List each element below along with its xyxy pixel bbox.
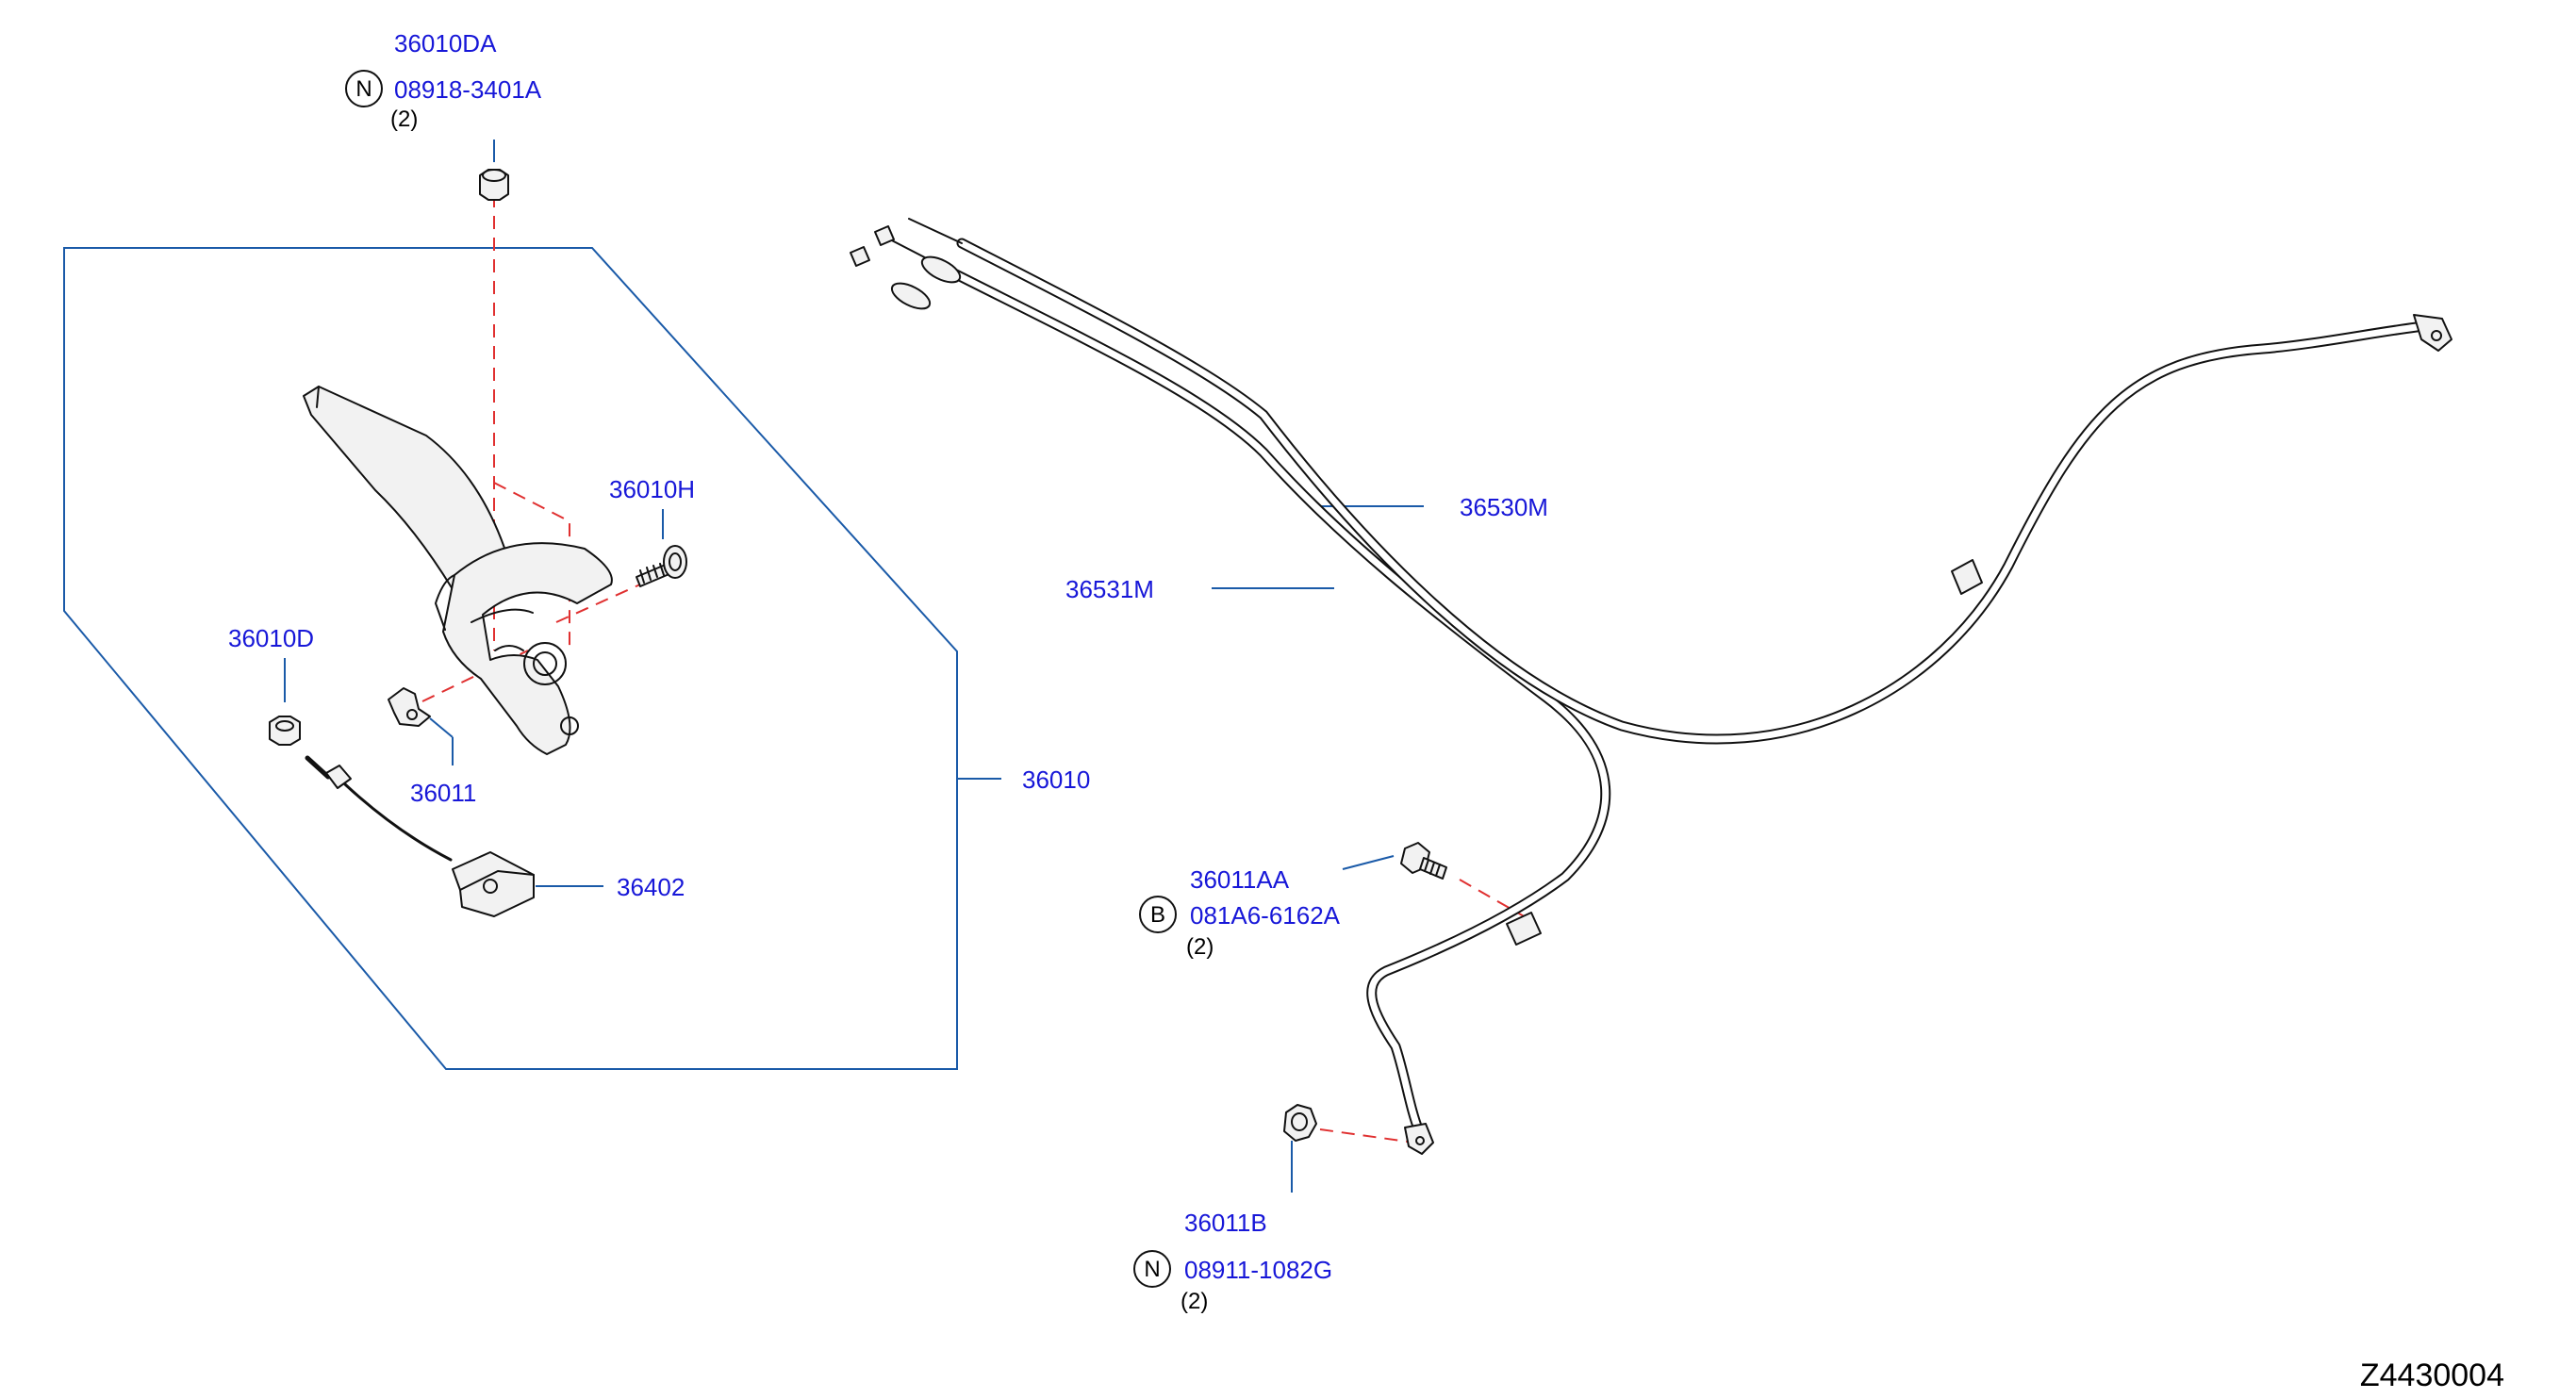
bolt-36010H-icon [636, 545, 687, 587]
part-qty: (2) [390, 107, 418, 132]
part-qty: (2) [1186, 934, 1214, 960]
badge-circle-icon [1133, 1250, 1171, 1288]
callout-36402: 36402 [617, 873, 685, 901]
part-code: 36011B [1184, 1209, 1267, 1237]
callout-36010D: 36010D [228, 624, 314, 652]
part-code: 36011AA [1190, 865, 1290, 894]
part-badge: N [355, 76, 372, 102]
lever-assembly-frame [63, 247, 958, 1070]
callout-36530M: 36530M [1460, 493, 1548, 521]
callout-36011AA: 36011AA B 081A6-6162A (2) [1139, 865, 1341, 960]
switch-36402-icon [305, 755, 535, 917]
bolt-36011AA-icon [1400, 842, 1447, 880]
part-qty: (2) [1181, 1289, 1208, 1314]
callout-36010DA: 36010DA N 08918-3401A (2) [345, 29, 542, 132]
part-code: 36010DA [394, 29, 497, 58]
callout-36010H: 36010H [609, 475, 695, 503]
part-badge: N [1144, 1257, 1160, 1282]
leader-lines [284, 140, 1424, 1193]
assembly-lines [421, 194, 1527, 1144]
nut-36010D-icon [269, 716, 301, 746]
part-alt-code: 08911-1082G [1184, 1256, 1332, 1284]
front-cables-icon [850, 218, 2452, 1155]
clip-36011-icon [388, 687, 431, 727]
callout-36531M: 36531M [1065, 575, 1154, 603]
callout-36011B: 36011B N 08911-1082G (2) [1133, 1209, 1332, 1314]
badge-circle-icon [345, 70, 383, 107]
callout-36010: 36010 [1022, 765, 1090, 794]
part-alt-code: 08918-3401A [394, 75, 542, 104]
badge-circle-icon [1139, 896, 1177, 933]
parking-brake-lever-icon [303, 386, 613, 755]
callout-36011: 36011 [410, 779, 476, 807]
nut-36010DA-icon [479, 169, 509, 201]
part-badge: B [1150, 902, 1165, 928]
part-alt-code: 081A6-6162A [1190, 901, 1341, 930]
diagram-reference-id: Z4430004 [2360, 1358, 2504, 1393]
nut-36011B-icon [1283, 1104, 1317, 1142]
